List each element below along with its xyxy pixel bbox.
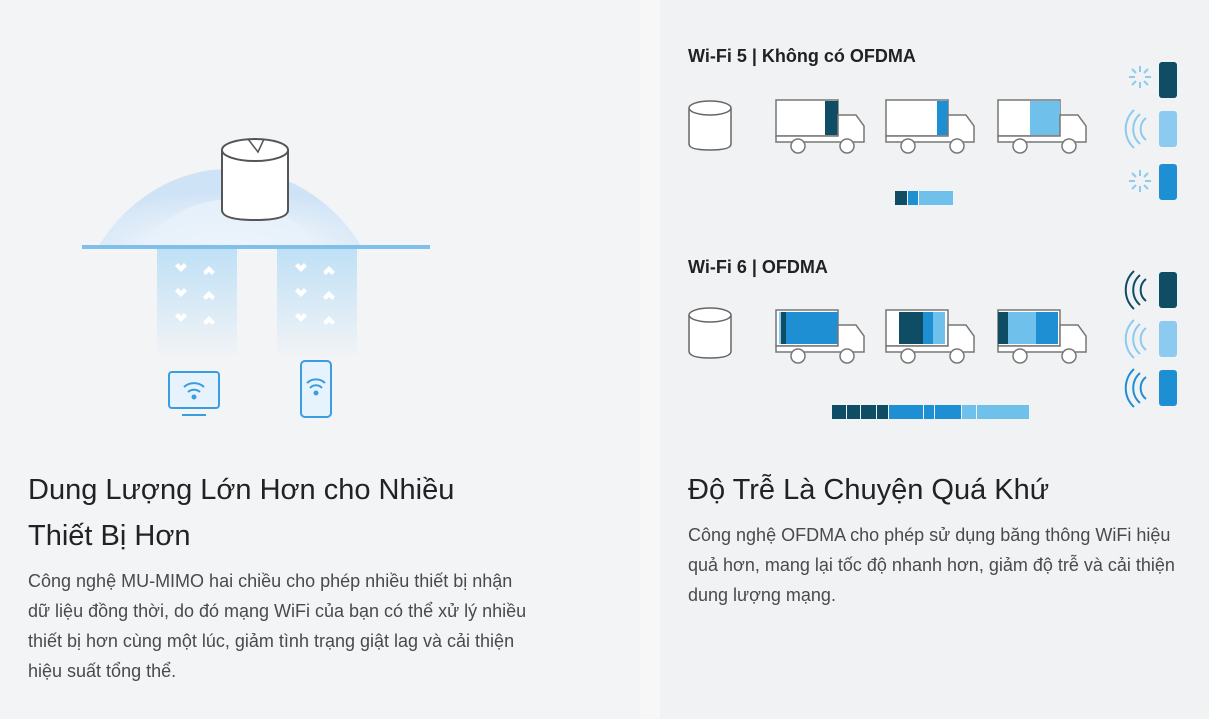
active-signal-icon: [1124, 319, 1147, 359]
router-icon: [221, 138, 289, 222]
bidirectional-arrows-left: [175, 263, 215, 325]
truck-icon: [997, 309, 1087, 364]
mumimo-illustration: [82, 138, 430, 418]
active-signal-icon: [1124, 368, 1147, 408]
wifi6-diagram: [688, 270, 1177, 419]
device-phone-icon: [1159, 164, 1177, 200]
data-stream-right: [277, 249, 357, 359]
device-phone-icon: [1159, 370, 1177, 406]
idle-signal-icon: [1129, 66, 1151, 88]
device-phone-icon: [1159, 111, 1177, 147]
device-phone-icon: [1159, 272, 1177, 308]
monitor-icon: [168, 371, 220, 416]
truck-icon: [775, 309, 865, 364]
ofdma-description: Công nghệ OFDMA cho phép sử dụng băng th…: [688, 525, 1175, 605]
ofdma-section: Wi-Fi 5 | Không có OFDMA Wi-Fi 6 | OFDMA: [660, 0, 1209, 719]
wifi5-label: Wi-Fi 5 | Không có OFDMA: [688, 46, 916, 66]
truck-icon: [775, 99, 865, 154]
active-signal-icon: [1124, 270, 1147, 310]
router-icon: [688, 100, 732, 151]
wifi5-diagram: [688, 62, 1177, 205]
active-signal-icon: [1124, 109, 1147, 149]
truck-icon: [885, 309, 975, 364]
truck-icon: [997, 99, 1087, 154]
section-divider: [640, 0, 660, 719]
bandwidth-bar: [895, 191, 953, 205]
idle-signal-icon: [1129, 170, 1151, 192]
device-phone-icon: [1159, 62, 1177, 98]
router-icon: [688, 307, 732, 359]
truck-icon: [885, 99, 975, 154]
device-phone-icon: [1159, 321, 1177, 357]
ofdma-title: Độ Trễ Là Chuyện Quá Khứ: [688, 474, 1050, 506]
mumimo-section: Dung Lượng Lớn Hơn cho Nhiều Thiết Bị Hơ…: [28, 138, 527, 681]
mumimo-description: Công nghệ MU-MIMO hai chiều cho phép nhi…: [28, 571, 527, 681]
bandwidth-bar: [832, 405, 1029, 419]
mumimo-title: Dung Lượng Lớn Hơn cho Nhiều Thiết Bị Hơ…: [28, 474, 455, 552]
data-stream-left: [157, 249, 237, 359]
wifi6-label: Wi-Fi 6 | OFDMA: [688, 257, 828, 277]
base-line: [82, 245, 430, 249]
bidirectional-arrows-right: [295, 263, 335, 325]
phone-icon: [300, 360, 332, 418]
